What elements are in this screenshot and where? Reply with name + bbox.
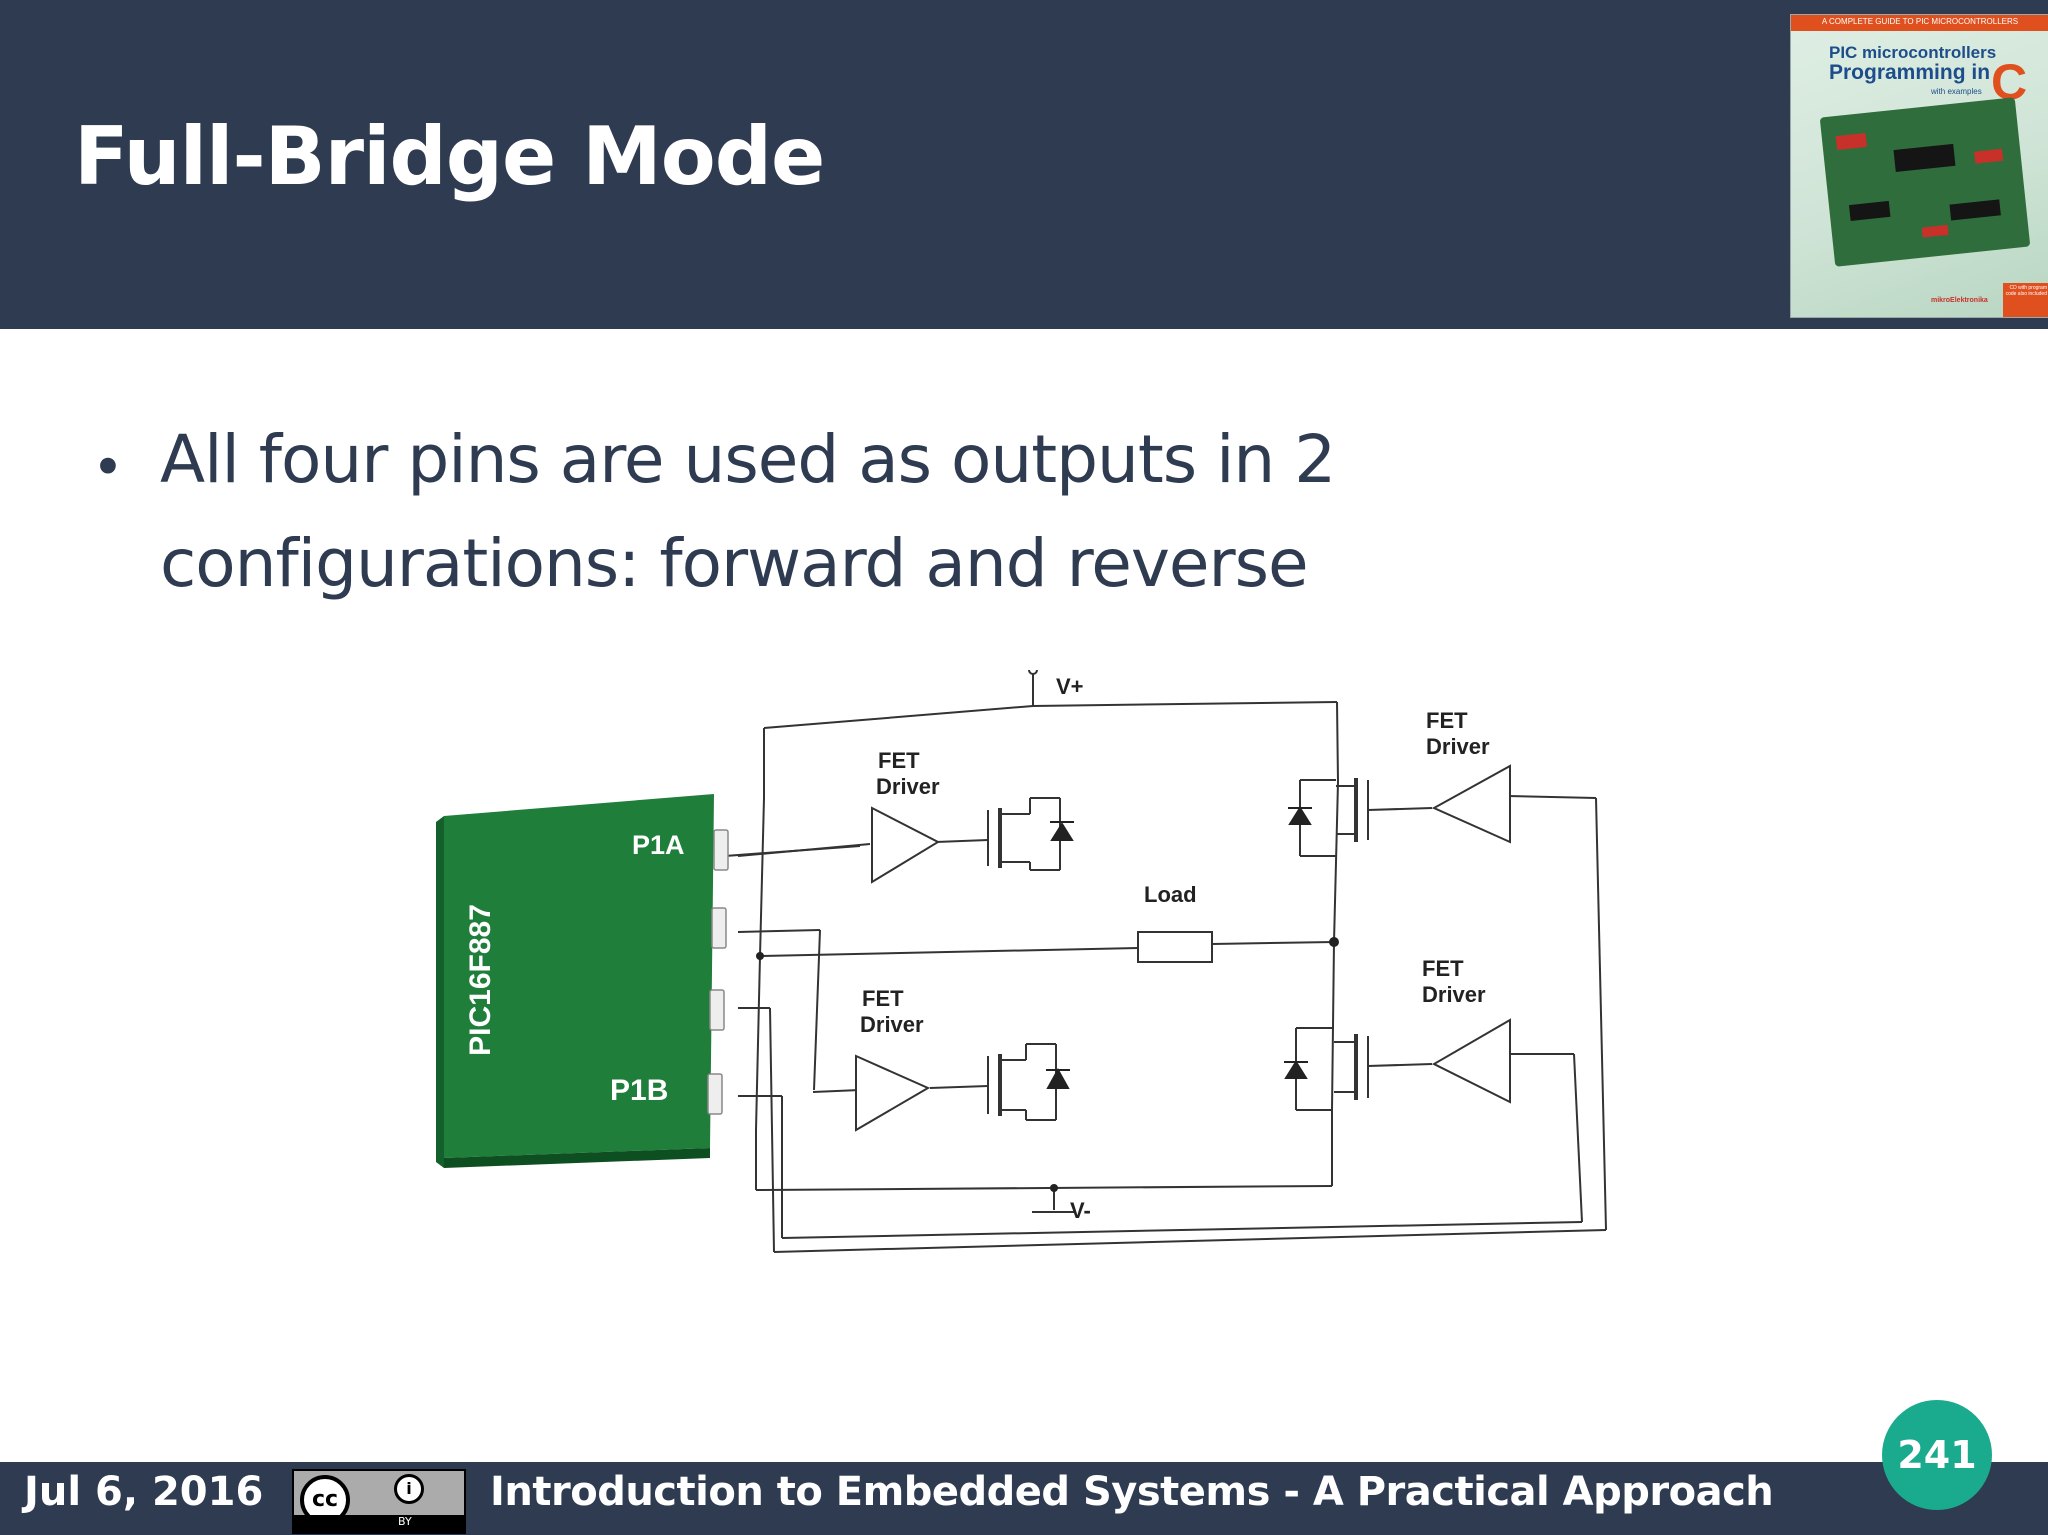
footer-course-title: Introduction to Embedded Systems - A Pra…	[490, 1469, 1774, 1515]
vplus-terminal-icon	[1028, 670, 1038, 675]
pic-chip	[436, 794, 729, 1168]
pin-p1a-label: P1A	[632, 830, 685, 860]
book-cover-publisher: mikroElektronika	[1931, 297, 1988, 304]
full-bridge-diagram: PIC16F887 P1A P1B V+ V- Load FET Driver …	[436, 670, 1607, 1253]
header-bar: Full-Bridge Mode	[0, 0, 2048, 329]
fet-driver-tr-line2: Driver	[1426, 734, 1490, 759]
fet-driver-top-left-icon	[871, 806, 941, 884]
junction-dots	[756, 937, 1339, 1192]
book-cover-subtitle: with examples	[1931, 87, 1982, 96]
cc-by-text: BY	[398, 1515, 412, 1528]
slide-title: Full-Bridge Mode	[74, 110, 825, 203]
book-cover-sticker	[2003, 283, 2048, 317]
book-cover-tagline: A COMPLETE GUIDE TO PIC MICROCONTROLLERS	[1821, 17, 2019, 26]
book-cover-title-line1: PIC microcontrollers	[1829, 43, 1997, 62]
page-number-badge: 241	[1882, 1400, 1992, 1510]
body-diodes	[1046, 806, 1312, 1089]
cc-badge-band	[294, 1515, 464, 1532]
fet-driver-bottom-right-icon	[1431, 1018, 1511, 1104]
vplus-label: V+	[1056, 674, 1084, 699]
fet-driver-bl-line2: Driver	[860, 1012, 924, 1037]
fet-driver-tl-line1: FET	[878, 748, 920, 773]
load-resistor-icon	[1137, 931, 1213, 963]
circuit-wires	[724, 670, 1607, 1253]
fet-driver-top-right-icon	[1431, 764, 1511, 844]
load-label: Load	[1144, 882, 1197, 907]
book-cover-title-line2: Programming in	[1829, 61, 1991, 84]
attribution-icon: i	[394, 1474, 424, 1504]
chip-label: PIC16F887	[464, 904, 497, 1056]
book-cover-board-art	[1819, 97, 2031, 267]
fet-driver-triangles	[855, 764, 1511, 1132]
bullet-dot-icon: •	[92, 436, 124, 499]
book-cover-band	[1791, 15, 2048, 31]
fet-driver-br-line1: FET	[1422, 956, 1464, 981]
fet-driver-bl-line1: FET	[862, 986, 904, 1011]
fet-driver-br-line2: Driver	[1422, 982, 1486, 1007]
book-cover-note: CD with program code also included	[2005, 285, 2047, 297]
vminus-label: V-	[1070, 1198, 1091, 1223]
fet-driver-tl-line2: Driver	[876, 774, 940, 799]
cc-by-license-badge: cc i BY	[292, 1469, 466, 1534]
pin-p1b-label: P1B	[610, 1074, 668, 1107]
book-cover-image: A COMPLETE GUIDE TO PIC MICROCONTROLLERS…	[1790, 14, 2048, 318]
footer-date: Jul 6, 2016	[24, 1469, 264, 1515]
fet-driver-bottom-left-icon	[855, 1054, 931, 1132]
bullet-text: All four pins are used as outputs in 2 c…	[160, 421, 1336, 602]
fet-driver-tr-line1: FET	[1426, 708, 1468, 733]
